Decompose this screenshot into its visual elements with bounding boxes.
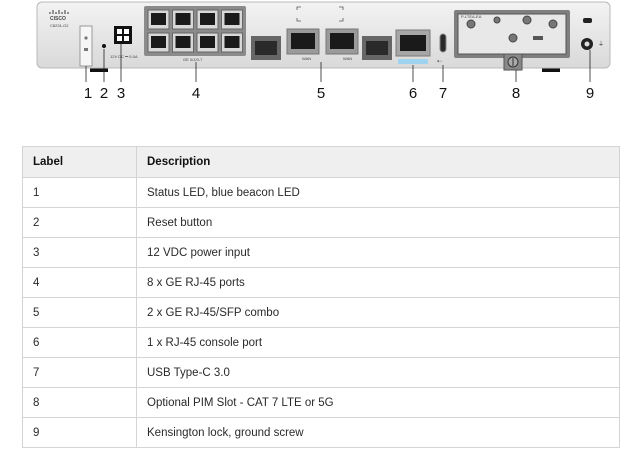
row-label: 2 bbox=[22, 207, 137, 238]
row-label: 4 bbox=[22, 267, 137, 298]
ge-rj45-port[interactable] bbox=[172, 9, 194, 30]
ge-rj45-port[interactable] bbox=[147, 32, 170, 53]
row-description: Kensington lock, ground screw bbox=[136, 417, 620, 448]
ge-rj45-port[interactable] bbox=[221, 32, 243, 53]
callout-number: 3 bbox=[117, 85, 125, 102]
beacon-led bbox=[84, 36, 88, 40]
kensington-lock-slot[interactable] bbox=[583, 18, 592, 23]
ge-rj45-port[interactable] bbox=[221, 9, 243, 30]
console-port-label-plate bbox=[398, 59, 428, 64]
row-label: 3 bbox=[22, 237, 137, 268]
callout-number: 4 bbox=[192, 85, 200, 102]
callout-number: 5 bbox=[317, 85, 325, 102]
dc-rating-label: 12V DC ⎓ 5.0A bbox=[110, 54, 138, 59]
usb-type-c-port[interactable] bbox=[439, 33, 447, 53]
port-group-label: GE 0/1/0-7 bbox=[183, 57, 203, 62]
callout-lines bbox=[85, 44, 591, 82]
ge-rj45-port[interactable] bbox=[196, 9, 219, 30]
column-header-description: Description bbox=[136, 146, 620, 178]
status-led bbox=[84, 48, 88, 51]
ge-rj45-port[interactable] bbox=[147, 9, 170, 30]
row-description: Status LED, blue beacon LED bbox=[136, 177, 620, 208]
pim-slot[interactable] bbox=[454, 10, 570, 58]
row-label: 1 bbox=[22, 177, 137, 208]
row-description: 1 x RJ-45 console port bbox=[136, 327, 620, 358]
combo-label-left: WAN bbox=[302, 56, 311, 61]
router-front-panel-diagram: CISCO C8231-G2 12V DC ⎓ 5.0A GE 0/1/0-7 bbox=[36, 1, 611, 102]
row-label: 8 bbox=[22, 387, 137, 418]
row-description: 8 x GE RJ-45 ports bbox=[136, 267, 620, 298]
ge-rj45-port[interactable] bbox=[172, 32, 194, 53]
callout-number: 1 bbox=[84, 85, 92, 102]
callout-number: 7 bbox=[439, 85, 447, 102]
cisco-logo: CISCO C8231-G2 bbox=[49, 10, 69, 28]
column-header-label: Label bbox=[22, 146, 137, 178]
ge-rj45-port[interactable] bbox=[196, 32, 219, 53]
combo-sfp-port-1[interactable] bbox=[251, 36, 281, 60]
callout-numbers: 1 2 3 4 5 6 7 8 9 bbox=[84, 85, 594, 102]
row-description: Optional PIM Slot - CAT 7 LTE or 5G bbox=[136, 387, 620, 418]
dc-power-input[interactable] bbox=[114, 26, 132, 44]
pim-thumbscrew[interactable] bbox=[503, 53, 523, 71]
row-description: USB Type-C 3.0 bbox=[136, 357, 620, 388]
ground-symbol-icon: ⏚ bbox=[598, 41, 604, 48]
ground-screw[interactable] bbox=[581, 38, 593, 50]
usb-symbol-icon: ⇠ bbox=[437, 59, 442, 65]
row-label: 6 bbox=[22, 327, 137, 358]
console-rj45-port[interactable] bbox=[395, 29, 431, 57]
combo-sfp-port-2[interactable] bbox=[362, 36, 392, 60]
combo-rj45-port-1[interactable] bbox=[286, 28, 320, 55]
combo-port-brackets bbox=[296, 6, 344, 22]
row-description: 2 x GE RJ-45/SFP combo bbox=[136, 297, 620, 328]
pim-module-label: P-LTEA-EA bbox=[461, 14, 482, 19]
reset-button[interactable] bbox=[102, 44, 106, 48]
callout-number: 2 bbox=[100, 85, 108, 102]
row-label: 9 bbox=[22, 417, 137, 448]
callout-number: 6 bbox=[409, 85, 417, 102]
callout-number: 9 bbox=[586, 85, 594, 102]
row-label: 7 bbox=[22, 357, 137, 388]
brand-text: CISCO bbox=[50, 16, 66, 22]
table-header-row: Label Description bbox=[22, 146, 620, 178]
row-description: Reset button bbox=[136, 207, 620, 238]
status-led-module bbox=[79, 25, 93, 67]
row-label: 5 bbox=[22, 297, 137, 328]
row-description: 12 VDC power input bbox=[136, 237, 620, 268]
combo-label-right: WAN bbox=[343, 56, 352, 61]
callout-number: 8 bbox=[512, 85, 520, 102]
model-text: C8231-G2 bbox=[50, 23, 69, 28]
combo-rj45-port-2[interactable] bbox=[325, 28, 359, 55]
